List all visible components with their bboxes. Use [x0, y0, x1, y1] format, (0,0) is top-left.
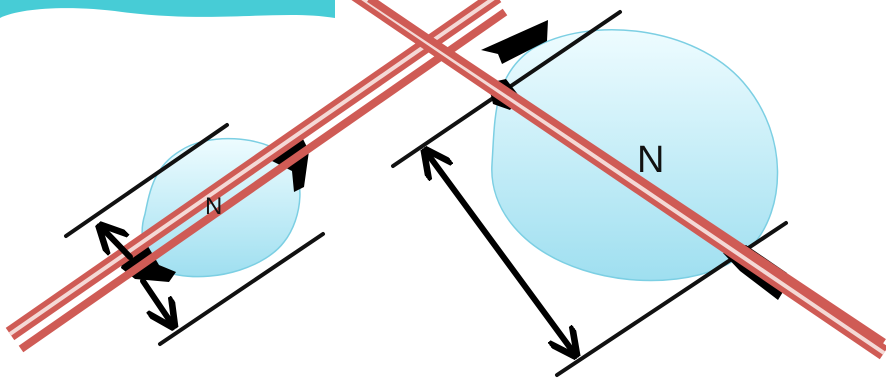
small-lower-line [158, 232, 325, 346]
red-beams [5, 0, 886, 360]
small-upper-line [64, 123, 229, 238]
distance-arrows [102, 153, 574, 353]
small-blob-label: N [205, 193, 222, 220]
large-blob-label: N [637, 139, 664, 181]
top-strip-fragment [0, 0, 335, 18]
